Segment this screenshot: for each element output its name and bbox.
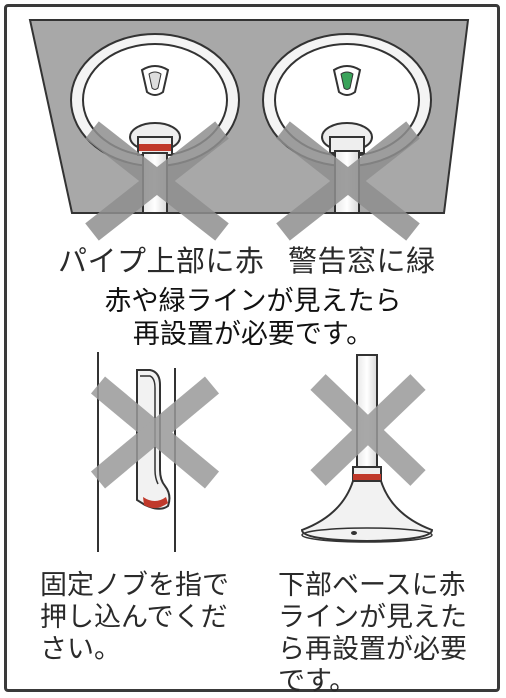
top-left-cross [85,121,229,241]
center-note-line-2: 再設置が必要です。 [132,319,374,350]
bottom-right-line-1: 下部ベースに赤 [278,570,466,601]
green-indicator [340,71,354,90]
bottom-left-line-1: 固定ノブを指で [40,570,229,601]
bottom-left-red-band [143,497,168,509]
bottom-right-cross [310,374,426,486]
right-fixture [262,33,432,214]
caption-red-on-pipe: パイプ上部に赤 [58,244,265,278]
bottom-left-instruction: 固定ノブを指で 押し込んでくだ さい。 [40,570,229,666]
center-note-line-1: 赤や緑ラインが見えたら [104,286,402,317]
top-right-cross [276,121,420,241]
bottom-left-cross [90,376,220,489]
bottom-right-line-3: ら再設置が必要 [278,634,467,665]
bottom-right-instruction: 下部ベースに赤 ラインが見えた ら再設置が必要 です。 [278,570,467,698]
bottom-left-line-3: さい。 [40,634,121,665]
bottom-right-line-4: です。 [278,666,357,697]
left-red-band [139,144,171,151]
center-note: 赤や緑ラインが見えたら 再設置が必要です。 [0,285,506,351]
bottom-left-line-2: 押し込んでくだ [40,602,228,633]
bottom-right-red-band [353,474,381,480]
bottom-right-line-2: ラインが見えた [278,602,467,633]
figure-frame [4,4,500,692]
caption-green-in-window: 警告窓に緑 [288,244,436,278]
